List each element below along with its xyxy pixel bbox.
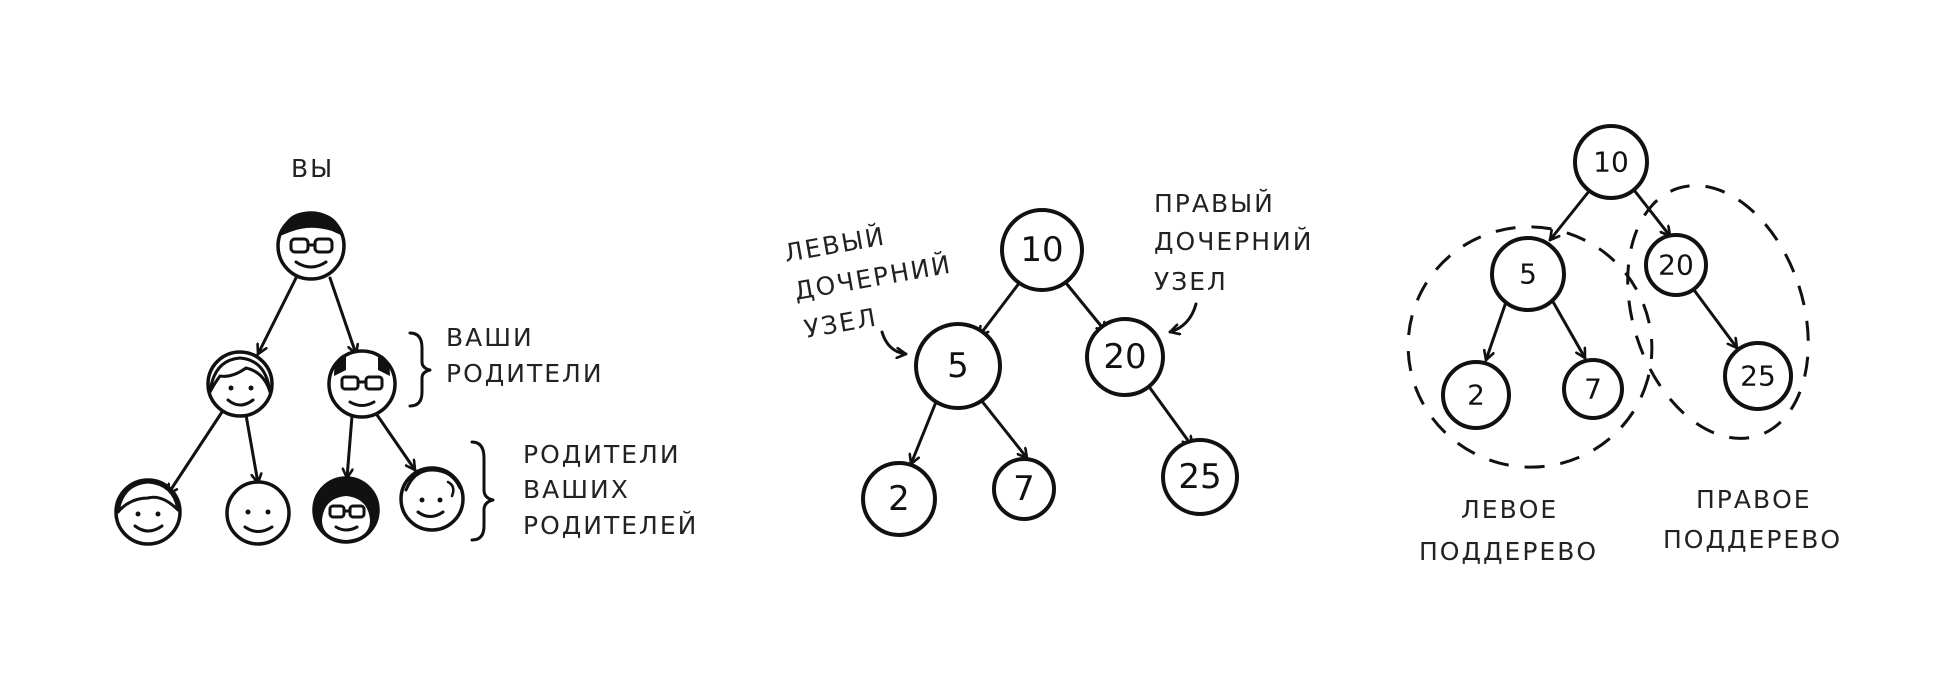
sub-node-25-value: 25 <box>1740 360 1776 393</box>
edge-mother-gf1 <box>244 413 258 485</box>
binary-tree-panel: 10 5 20 2 7 25 ЛЕВЫЙ ДОЧЕРНИЙ УЗЕЛ ПРАВЫ… <box>782 189 1313 537</box>
node-20-value: 20 <box>1103 337 1146 377</box>
sub-edge-20-25 <box>1692 288 1739 350</box>
sub-node-10: 10 <box>1573 124 1649 200</box>
label-parents-line1: ВАШИ <box>446 323 534 352</box>
edge-10-5 <box>977 280 1022 338</box>
sub-node-10-value: 10 <box>1593 146 1629 179</box>
edge-father-gm2 <box>347 414 352 480</box>
node-2: 2 <box>861 461 937 537</box>
sub-node-20: 20 <box>1644 233 1708 297</box>
face-grandparent-1 <box>114 478 182 546</box>
edge-you-mother <box>258 276 298 356</box>
node-20: 20 <box>1085 317 1165 397</box>
node-25: 25 <box>1161 438 1239 516</box>
sub-edge-5-7 <box>1550 298 1587 360</box>
edge-10-20 <box>1064 281 1108 334</box>
left-subtree-outline <box>1406 225 1654 469</box>
sub-node-2: 2 <box>1441 360 1511 430</box>
node-10-value: 10 <box>1020 230 1063 270</box>
face-you <box>276 211 346 281</box>
node-5-value: 5 <box>947 346 969 386</box>
subtree-panel: 10 5 20 2 7 25 ЛЕВОЕ ПОДДЕРЕВО ПРАВОЕ ПО… <box>1406 124 1842 566</box>
binary-tree-edges <box>911 280 1194 466</box>
label-grandparents-line1: РОДИТЕЛИ <box>523 440 681 469</box>
node-10: 10 <box>1000 208 1084 292</box>
label-right-child-line3: УЗЕЛ <box>1154 267 1228 296</box>
arrow-right-child <box>1168 302 1198 332</box>
label-grandparents-line3: РОДИТЕЛЕЙ <box>523 511 698 540</box>
face-grandparent-3 <box>312 476 380 544</box>
label-parents-line2: РОДИТЕЛИ <box>446 359 604 388</box>
sub-node-7: 7 <box>1562 358 1624 420</box>
node-2-value: 2 <box>888 479 910 519</box>
edge-father-gf2 <box>373 410 417 472</box>
sub-edge-10-20 <box>1632 188 1672 238</box>
edge-5-2 <box>911 400 938 466</box>
node-5: 5 <box>914 322 1002 410</box>
label-grandparents-line2: ВАШИХ <box>523 475 630 504</box>
node-7-value: 7 <box>1013 469 1035 509</box>
label-right-child-line1: ПРАВЫЙ <box>1154 189 1275 218</box>
family-tree-edges <box>166 276 417 496</box>
sub-edge-5-2 <box>1486 300 1508 362</box>
label-left-subtree-line1: ЛЕВОЕ <box>1461 495 1558 524</box>
edge-20-25 <box>1148 386 1194 448</box>
node-7: 7 <box>992 457 1056 521</box>
face-father <box>327 349 397 419</box>
label-left-child-line3: УЗЕЛ <box>802 303 880 344</box>
sub-node-2-value: 2 <box>1467 379 1485 412</box>
label-right-subtree-line2: ПОДДЕРЕВО <box>1663 525 1842 554</box>
face-mother <box>206 350 274 418</box>
right-subtree-outline <box>1626 184 1810 440</box>
sub-edge-10-5 <box>1548 188 1592 242</box>
label-right-subtree-line1: ПРАВОЕ <box>1696 485 1812 514</box>
face-grandparent-2 <box>225 480 291 546</box>
label-you: ВЫ <box>291 154 334 183</box>
brace-grandparents <box>470 440 495 542</box>
edge-mother-gm1 <box>166 410 224 496</box>
sub-node-5-value: 5 <box>1519 258 1537 291</box>
brace-parents <box>408 331 432 408</box>
sub-node-7-value: 7 <box>1584 373 1602 406</box>
sub-node-25: 25 <box>1723 341 1793 411</box>
face-grandparent-4 <box>399 466 465 532</box>
sub-node-20-value: 20 <box>1658 249 1694 282</box>
edge-5-7 <box>979 398 1029 460</box>
label-left-subtree-line2: ПОДДЕРЕВО <box>1419 537 1598 566</box>
label-right-child-line2: ДОЧЕРНИЙ <box>1154 227 1313 256</box>
family-tree-panel: ВЫ <box>114 154 698 546</box>
label-left-child-line1: ЛЕВЫЙ <box>782 222 888 268</box>
node-25-value: 25 <box>1178 457 1221 497</box>
arrow-left-child <box>880 330 908 354</box>
subtree-edges <box>1486 188 1739 362</box>
edge-you-father <box>328 276 356 356</box>
sub-node-5: 5 <box>1490 236 1566 312</box>
